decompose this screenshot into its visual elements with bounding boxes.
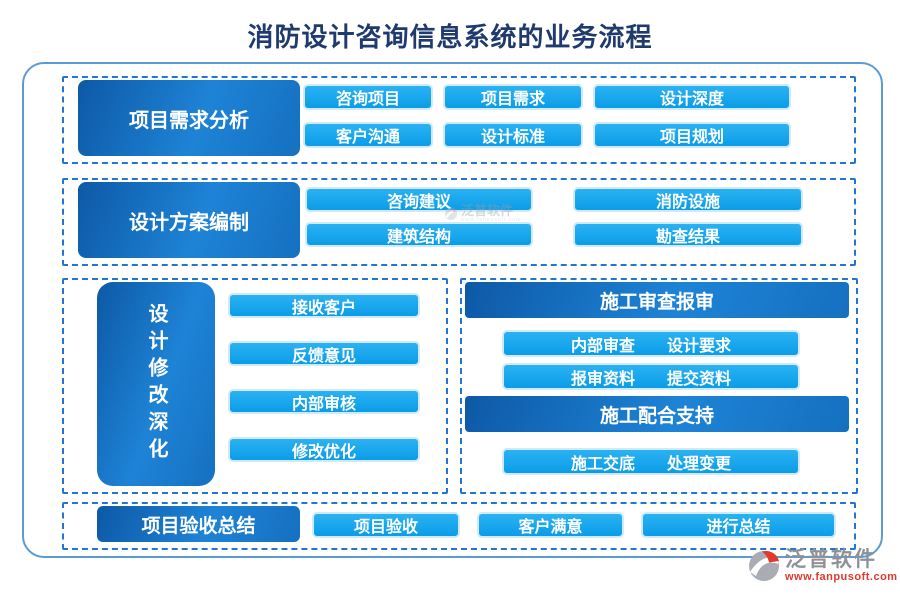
section-scheme-compilation: 设计方案编制 咨询建议 消防设施 建筑结构 勘查结果 泛普软件 www.fanp… <box>62 178 856 266</box>
scheme-button-grid: 咨询建议 消防设施 建筑结构 勘查结果 <box>305 187 803 247</box>
row-review-submit-materials[interactable]: 报审资料 提交资料 <box>502 363 800 390</box>
revision-button-column: 接收客户 反馈意见 内部审核 修改优化 <box>228 293 420 462</box>
bar-construction-support-header: 施工配合支持 <box>465 396 849 432</box>
btn-project-acceptance[interactable]: 项目验收 <box>312 512 460 538</box>
logo-url: www.fanpusoft.com <box>785 571 898 583</box>
label-handle-changes: 处理变更 <box>667 455 732 473</box>
btn-building-structure[interactable]: 建筑结构 <box>305 222 533 247</box>
btn-project-requirement[interactable]: 项目需求 <box>443 84 583 110</box>
header-acceptance-summary: 项目验收总结 <box>97 506 300 542</box>
label-review-materials: 报审资料 <box>570 370 635 388</box>
label-design-requirements: 设计要求 <box>667 337 732 355</box>
btn-internal-review[interactable]: 内部审核 <box>228 389 420 414</box>
acceptance-button-row: 项目验收 客户满意 进行总结 <box>312 512 836 538</box>
page-title: 消防设计咨询信息系统的业务流程 <box>247 22 653 52</box>
section-acceptance-summary: 项目验收总结 项目验收 客户满意 进行总结 <box>62 502 856 550</box>
label-internal-review: 内部审查 <box>570 337 635 355</box>
header-design-revision: 设计修改深化 <box>97 282 215 486</box>
section-design-revision: 设计修改深化 接收客户 反馈意见 内部审核 修改优化 <box>62 278 448 494</box>
btn-consult-project[interactable]: 咨询项目 <box>303 84 433 110</box>
label-submit-materials: 提交资料 <box>667 370 732 388</box>
btn-customer-communication[interactable]: 客户沟通 <box>303 122 433 148</box>
row-internal-review-design-requirements[interactable]: 内部审查 设计要求 <box>502 330 800 357</box>
row-disclosure-changes[interactable]: 施工交底 处理变更 <box>502 448 800 475</box>
bar-construction-review-header: 施工审查报审 <box>465 282 849 318</box>
btn-design-depth[interactable]: 设计深度 <box>593 84 791 110</box>
btn-survey-results[interactable]: 勘查结果 <box>573 222 803 247</box>
btn-design-standard[interactable]: 设计标准 <box>443 122 583 148</box>
company-logo: 泛普软件 www.fanpusoft.com <box>747 549 898 583</box>
btn-customer-satisfaction[interactable]: 客户满意 <box>477 512 624 538</box>
btn-consult-suggestion[interactable]: 咨询建议 <box>305 187 533 212</box>
btn-conduct-summary[interactable]: 进行总结 <box>641 512 836 538</box>
diagram-frame: 项目需求分析 咨询项目 项目需求 设计深度 客户沟通 设计标准 项目规划 设计方… <box>22 62 883 558</box>
btn-feedback-opinion[interactable]: 反馈意见 <box>228 341 420 366</box>
requirements-button-grid: 咨询项目 项目需求 设计深度 客户沟通 设计标准 项目规划 <box>303 84 791 148</box>
section-requirements-analysis: 项目需求分析 咨询项目 项目需求 设计深度 客户沟通 设计标准 项目规划 <box>62 76 856 164</box>
btn-modify-optimize[interactable]: 修改优化 <box>228 437 420 462</box>
btn-receive-customer[interactable]: 接收客户 <box>228 293 420 318</box>
logo-name: 泛普软件 <box>785 548 877 571</box>
logo-mark-icon <box>749 550 779 581</box>
section-construction: 施工审查报审 内部审查 设计要求 报审资料 提交资料 施工配合支持 施工交底 处… <box>460 278 858 494</box>
header-scheme-compilation: 设计方案编制 <box>78 182 300 258</box>
btn-fire-facilities[interactable]: 消防设施 <box>573 187 803 212</box>
header-requirements-analysis: 项目需求分析 <box>78 80 300 156</box>
label-construction-disclosure: 施工交底 <box>570 455 635 473</box>
btn-project-planning[interactable]: 项目规划 <box>593 122 791 148</box>
